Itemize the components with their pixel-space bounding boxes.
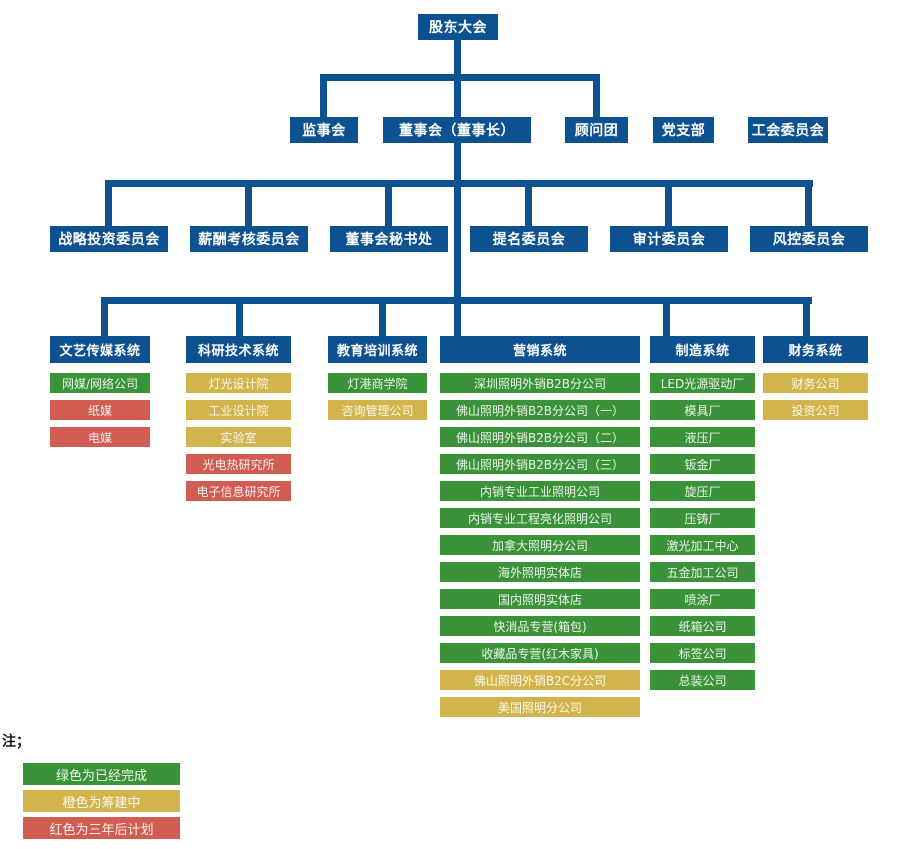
legend-item: 绿色为已经完成 — [23, 763, 180, 785]
org-unit: 纸箱公司 — [650, 616, 755, 636]
connector-line — [663, 304, 670, 336]
org-unit: 佛山照明外销B2B分公司（二） — [440, 427, 640, 447]
level2-node: 监事会 — [290, 117, 358, 143]
org-unit: 深圳照明外销B2B分公司 — [440, 373, 640, 393]
committee-node: 提名委员会 — [470, 226, 588, 252]
connector-line — [454, 40, 461, 81]
org-unit: 钣金厂 — [650, 454, 755, 474]
org-unit: 收藏品专营(红木家具) — [440, 643, 640, 663]
connector-line — [454, 81, 461, 117]
connector-line — [805, 187, 812, 226]
connector-line — [385, 187, 392, 226]
org-unit: 咨询管理公司 — [328, 400, 427, 420]
system-header: 教育培训系统 — [328, 336, 427, 363]
org-unit: 佛山照明外销B2C分公司 — [440, 670, 640, 690]
connector-line — [105, 187, 112, 226]
connector-line — [593, 81, 600, 117]
org-unit: 实验室 — [186, 427, 291, 447]
org-unit: 内销专业工程亮化照明公司 — [440, 508, 640, 528]
legend-item: 橙色为筹建中 — [23, 790, 180, 812]
system-header: 科研技术系统 — [186, 336, 291, 363]
legend-note: 注； — [2, 734, 30, 750]
connector-line — [236, 304, 243, 336]
org-unit: 压铸厂 — [650, 508, 755, 528]
org-unit: LED光源驱动厂 — [650, 373, 755, 393]
connector-line — [320, 74, 600, 81]
org-unit: 液压厂 — [650, 427, 755, 447]
connector-line — [101, 304, 108, 336]
org-unit: 快消品专营(箱包) — [440, 616, 640, 636]
org-unit: 灯港商学院 — [328, 373, 427, 393]
level2-node: 党支部 — [653, 117, 714, 143]
system-header: 营销系统 — [440, 336, 640, 363]
connector-line — [379, 304, 386, 336]
committee-node: 审计委员会 — [610, 226, 728, 252]
connector-line — [245, 187, 252, 226]
org-unit: 喷涂厂 — [650, 589, 755, 609]
connector-line — [101, 297, 812, 304]
committee-node: 战略投资委员会 — [50, 226, 168, 252]
committee-node: 董事会秘书处 — [330, 226, 448, 252]
root-node: 股东大会 — [418, 14, 498, 40]
level2-node: 工会委员会 — [748, 117, 828, 143]
org-unit: 国内照明实体店 — [440, 589, 640, 609]
org-unit: 灯光设计院 — [186, 373, 291, 393]
org-unit: 佛山照明外销B2B分公司（三） — [440, 454, 640, 474]
connector-line — [525, 187, 532, 226]
connector-line — [803, 304, 810, 336]
level2-node: 顾问团 — [565, 117, 628, 143]
org-unit: 财务公司 — [763, 373, 868, 393]
system-header: 文艺传媒系统 — [50, 336, 150, 363]
org-unit: 电媒 — [50, 427, 150, 447]
org-unit: 工业设计院 — [186, 400, 291, 420]
org-unit: 电子信息研究所 — [186, 481, 291, 501]
org-unit: 加拿大照明分公司 — [440, 535, 640, 555]
org-unit: 海外照明实体店 — [440, 562, 640, 582]
connector-line — [320, 81, 327, 117]
org-unit: 投资公司 — [763, 400, 868, 420]
connector-line — [105, 180, 813, 187]
level2-node: 董事会（董事长） — [383, 117, 531, 143]
org-unit: 标签公司 — [650, 643, 755, 663]
org-unit: 佛山照明外销B2B分公司（一） — [440, 400, 640, 420]
org-unit: 网媒/网络公司 — [50, 373, 150, 393]
org-unit: 激光加工中心 — [650, 535, 755, 555]
legend-item: 红色为三年后计划 — [23, 817, 180, 839]
org-unit: 五金加工公司 — [650, 562, 755, 582]
committee-node: 风控委员会 — [750, 226, 868, 252]
system-header: 制造系统 — [650, 336, 755, 363]
connector-line — [665, 187, 672, 226]
org-unit: 总装公司 — [650, 670, 755, 690]
org-unit: 内销专业工业照明公司 — [440, 481, 640, 501]
committee-node: 薪酬考核委员会 — [190, 226, 308, 252]
system-header: 财务系统 — [763, 336, 868, 363]
org-unit: 光电热研究所 — [186, 454, 291, 474]
connector-line — [454, 143, 461, 336]
org-unit: 旋压厂 — [650, 481, 755, 501]
org-unit: 美国照明分公司 — [440, 697, 640, 717]
org-unit: 纸媒 — [50, 400, 150, 420]
org-unit: 模具厂 — [650, 400, 755, 420]
